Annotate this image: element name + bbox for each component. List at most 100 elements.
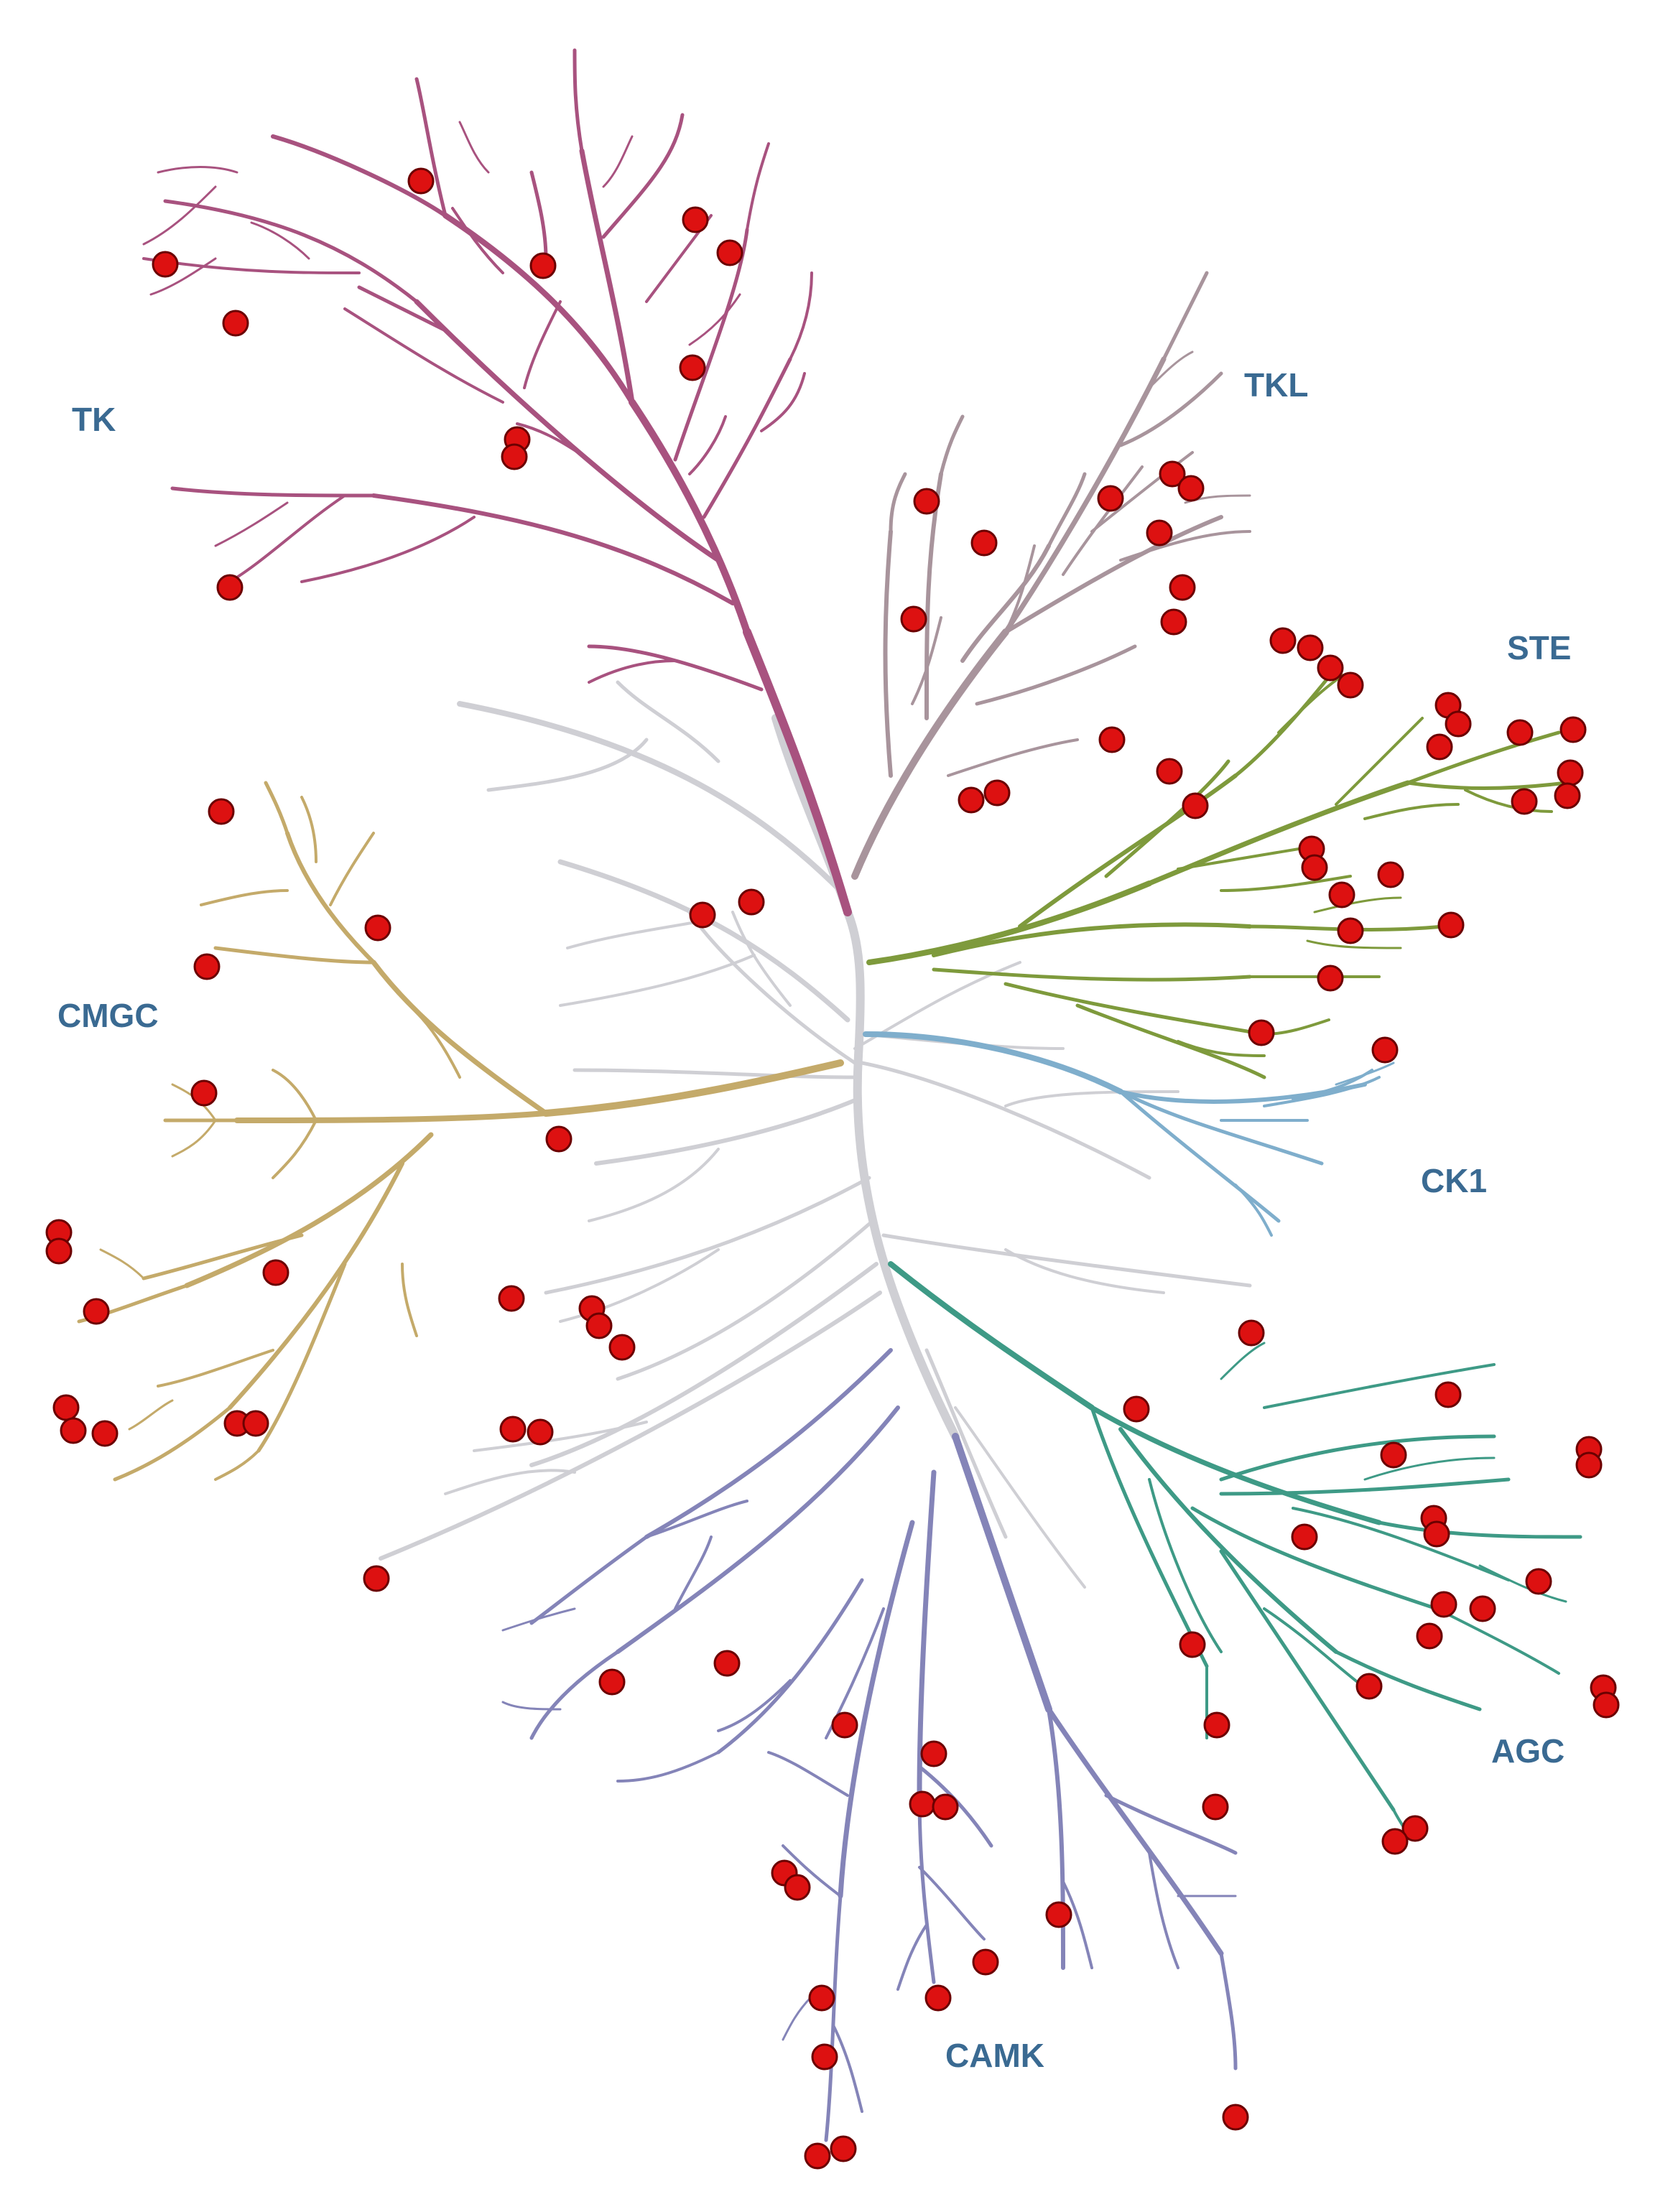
marker-dot bbox=[830, 2135, 857, 2162]
marker-dot bbox=[1525, 1568, 1552, 1595]
marker-dot bbox=[1248, 1019, 1275, 1046]
marker-dot bbox=[1202, 1793, 1229, 1821]
marker-dot bbox=[1301, 854, 1328, 881]
marker-dot bbox=[545, 1125, 573, 1153]
marker-dot bbox=[1380, 1441, 1407, 1469]
marker-dot bbox=[689, 901, 716, 929]
marker-dot bbox=[1437, 911, 1465, 939]
marker-dot bbox=[364, 914, 391, 942]
marker-dot bbox=[527, 1418, 554, 1446]
marker-dot bbox=[1557, 759, 1584, 786]
marker-dot bbox=[1377, 861, 1404, 888]
marker-dot bbox=[811, 2043, 838, 2071]
marker-dot bbox=[713, 1650, 741, 1677]
marker-dot bbox=[1177, 475, 1205, 502]
marker-dot bbox=[1123, 1395, 1150, 1423]
marker-dot bbox=[1426, 733, 1453, 761]
family-label-tk: TK bbox=[72, 401, 116, 438]
marker-dot bbox=[1355, 1673, 1383, 1700]
marker-dot bbox=[913, 488, 940, 515]
marker-dot bbox=[501, 443, 528, 470]
marker-dot bbox=[499, 1416, 527, 1443]
family-labels: TK TKL STE CK1 AGC CAMK CMGC bbox=[57, 366, 1571, 2074]
ste-branches bbox=[866, 666, 1568, 1079]
marker-dot bbox=[1416, 1622, 1443, 1650]
marker-dot bbox=[1269, 627, 1297, 654]
marker-dot bbox=[1146, 519, 1173, 547]
marker-dot bbox=[407, 167, 435, 195]
marker-dot bbox=[1203, 1711, 1230, 1739]
marker-dot bbox=[60, 1417, 87, 1444]
marker-dot bbox=[222, 310, 249, 337]
marker-dot bbox=[45, 1237, 73, 1265]
marker-dot bbox=[924, 1984, 952, 2012]
marker-dot bbox=[1291, 1523, 1318, 1551]
marker-dot bbox=[1401, 1815, 1429, 1842]
marker-dot bbox=[1045, 1901, 1072, 1928]
marker-dot bbox=[1098, 726, 1126, 753]
marker-dot bbox=[1511, 788, 1538, 815]
marker-dot bbox=[598, 1668, 626, 1696]
family-label-cmgc: CMGC bbox=[57, 997, 159, 1034]
marker-dot bbox=[1179, 1631, 1206, 1658]
marker-dot bbox=[983, 779, 1011, 807]
marker-dot bbox=[242, 1410, 269, 1437]
ck1-branches bbox=[863, 1031, 1395, 1237]
marker-dot bbox=[958, 786, 985, 814]
marker-dot bbox=[1575, 1451, 1603, 1479]
marker-dot bbox=[262, 1259, 289, 1286]
marker-dot bbox=[1430, 1591, 1457, 1618]
marker-dot bbox=[1317, 965, 1344, 992]
tk-branches bbox=[142, 48, 852, 916]
marker-dot bbox=[808, 1984, 835, 2012]
marker-dot bbox=[1423, 1520, 1450, 1548]
marker-dot bbox=[1182, 792, 1209, 819]
marker-dot bbox=[52, 1394, 80, 1421]
cmgc-branches bbox=[77, 781, 844, 1482]
marker-dot bbox=[972, 1948, 999, 1976]
marker-dot bbox=[716, 239, 743, 266]
marker-dot bbox=[932, 1793, 959, 1821]
marker-dot bbox=[1156, 758, 1183, 785]
marker-dot bbox=[1222, 2104, 1249, 2131]
marker-dot bbox=[738, 888, 765, 916]
marker-dot bbox=[193, 953, 221, 980]
marker-dot bbox=[1506, 719, 1534, 746]
marker-dot bbox=[1337, 672, 1364, 699]
marker-dot bbox=[1381, 1828, 1409, 1855]
marker-dot bbox=[909, 1790, 936, 1818]
family-label-ste: STE bbox=[1507, 629, 1571, 666]
marker-dot bbox=[784, 1874, 811, 1901]
marker-dot bbox=[804, 2142, 831, 2170]
marker-dot bbox=[152, 251, 179, 278]
marker-dot bbox=[1317, 654, 1344, 682]
agc-branches bbox=[888, 1261, 1582, 1840]
marker-dot bbox=[1169, 574, 1196, 601]
marker-dot bbox=[1097, 485, 1124, 512]
family-label-ck1: CK1 bbox=[1421, 1162, 1487, 1199]
marker-dot bbox=[216, 574, 244, 601]
marker-dot bbox=[1337, 917, 1364, 944]
marker-dot bbox=[1559, 716, 1587, 743]
marker-dot bbox=[208, 798, 235, 825]
marker-dot bbox=[1160, 608, 1187, 636]
family-label-tkl: TKL bbox=[1244, 366, 1308, 404]
marker-dot bbox=[498, 1285, 525, 1312]
marker-dot bbox=[900, 605, 927, 633]
marker-dot bbox=[679, 354, 706, 381]
camk-branches bbox=[501, 1348, 1238, 2142]
marker-dot bbox=[585, 1312, 613, 1339]
marker-dot bbox=[1159, 460, 1186, 488]
marker-dot bbox=[1593, 1691, 1620, 1719]
marker-dot bbox=[831, 1711, 858, 1739]
marker-dot bbox=[1445, 710, 1472, 738]
marker-dot bbox=[920, 1740, 947, 1767]
family-label-camk: CAMK bbox=[945, 2037, 1044, 2074]
marker-dot bbox=[363, 1565, 390, 1592]
marker-dot bbox=[1554, 782, 1581, 809]
marker-dot bbox=[1371, 1036, 1399, 1064]
tkl-branches bbox=[851, 271, 1251, 880]
marker-dot bbox=[682, 206, 709, 233]
marker-dot bbox=[970, 529, 998, 557]
